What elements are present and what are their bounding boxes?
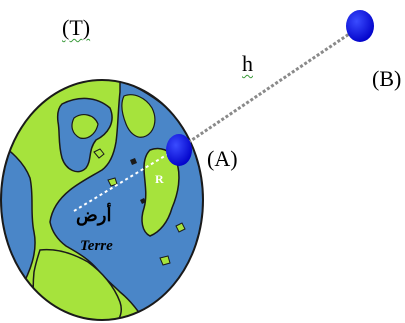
earth-land-northeast [121, 94, 156, 138]
earth-island-1 [93, 148, 105, 159]
earth-island-4 [175, 222, 186, 233]
earth-land-peninsula [71, 114, 99, 139]
earth-island-6 [140, 198, 146, 204]
point-b-label: (B) [372, 66, 402, 91]
radius-label: R [155, 172, 164, 186]
earth-name-label: (T) [62, 17, 90, 39]
earth-island-5 [130, 158, 137, 165]
earth-outline [0, 79, 204, 321]
earth-french-label: Terre [80, 238, 113, 254]
point-a-marker [166, 134, 192, 166]
altitude-label: h [242, 53, 253, 75]
earth-name-text: (T) [62, 15, 91, 40]
earth-globe [0, 79, 204, 321]
earth-island-3 [159, 255, 171, 266]
earth-arabic-label: أرض [76, 205, 112, 225]
point-a-label: (A) [207, 146, 238, 171]
point-b-marker [346, 10, 374, 42]
radius-line [73, 153, 169, 212]
altitude-line [179, 26, 359, 150]
altitude-text: h [242, 51, 253, 76]
